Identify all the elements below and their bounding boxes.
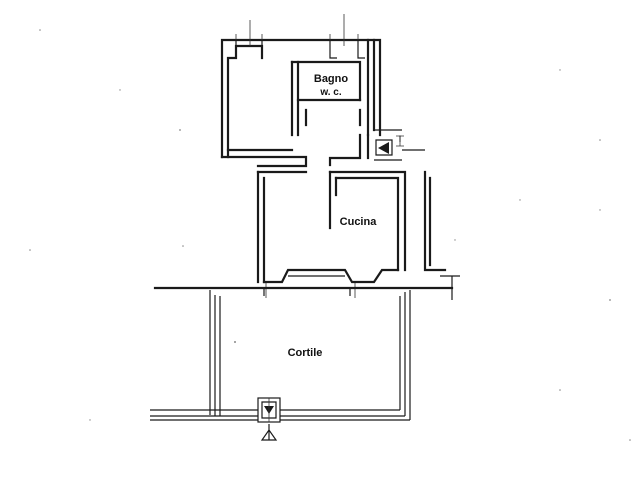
room-labels: Bagno w. c. Cucina Cortile I <box>288 73 402 359</box>
bagno-label: Bagno <box>314 73 349 85</box>
kitchen-walls <box>256 170 447 284</box>
cucina-label: Cucina <box>340 216 378 228</box>
level-mark: I <box>399 134 402 144</box>
upper-walls <box>220 38 425 168</box>
cortile-label: Cortile <box>288 347 323 359</box>
courtyard-walls <box>150 290 411 421</box>
axis-ticks <box>235 14 359 298</box>
building-line <box>153 275 460 300</box>
wc-label: w. c. <box>319 87 342 98</box>
scan-noise <box>29 29 631 441</box>
gate-marker <box>257 397 281 441</box>
